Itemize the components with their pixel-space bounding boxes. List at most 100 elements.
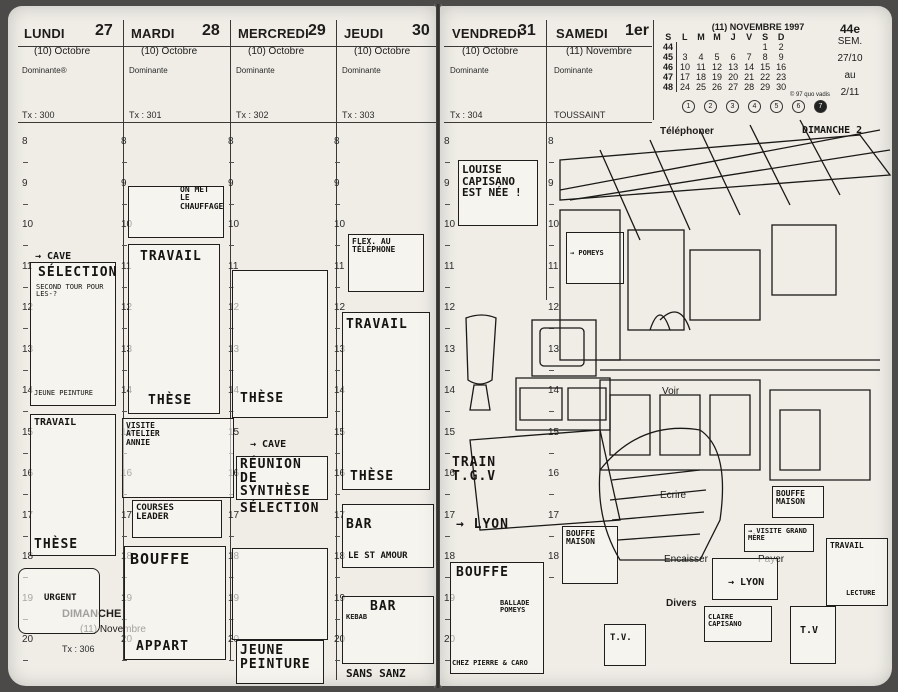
hour-label: 17 xyxy=(121,509,133,521)
half-hour-tick xyxy=(549,162,554,163)
note-lecture: LECTURE xyxy=(846,589,876,597)
day-number: 29 xyxy=(308,22,326,39)
sketch-bar-2 xyxy=(342,596,434,664)
hour-label: 12 xyxy=(121,302,133,313)
header-rule xyxy=(18,46,436,47)
day-number: 1er xyxy=(625,22,650,39)
note-these-jeudi: THÈSE xyxy=(350,469,395,484)
hour-label: 10 xyxy=(121,219,133,230)
hour-label: 18 xyxy=(22,551,34,562)
hour-label: 16 xyxy=(548,468,560,479)
tx-label: Tx : 304 xyxy=(450,110,483,120)
week-number-cell: 46 xyxy=(660,62,678,72)
half-hour-tick xyxy=(335,328,340,329)
note-visite: VISITE ATELIER ANNIE xyxy=(126,421,160,447)
half-hour-tick xyxy=(549,203,554,205)
half-hour-tick xyxy=(445,618,450,620)
sketch-lundi-travail xyxy=(30,414,116,556)
half-hour-tick xyxy=(335,286,340,288)
half-hour-tick xyxy=(335,618,340,620)
label-divers: Divers xyxy=(666,598,697,609)
week-number-cell: 44 xyxy=(660,42,678,52)
sketch-bar-1 xyxy=(342,504,434,568)
tx-label: TOUSSAINT xyxy=(554,110,606,120)
calendar-header: V xyxy=(746,32,753,42)
note-flex: FLEX. AU TÉLÉPHONE xyxy=(352,237,396,255)
half-hour-tick xyxy=(23,162,28,163)
calendar-day: 30 xyxy=(776,82,787,92)
calendar-day: 13 xyxy=(728,62,739,72)
calendar-day: 20 xyxy=(728,72,739,82)
half-hour-tick xyxy=(445,245,450,246)
half-hour-tick xyxy=(445,577,450,578)
label-telephoner: Téléphoner xyxy=(660,126,714,137)
half-hour-tick xyxy=(122,328,127,329)
calendar-day: 12 xyxy=(712,62,723,72)
day-name: MARDI xyxy=(131,26,175,41)
half-hour-tick xyxy=(445,203,450,205)
note-these-mercredi: THÈSE xyxy=(240,391,285,406)
half-hour-tick xyxy=(335,452,340,454)
tx-rule-right xyxy=(444,122,652,123)
note-cave-2: → CAVE xyxy=(250,439,287,450)
note-urgent: URGENT xyxy=(44,593,77,603)
note-bar-1: BAR xyxy=(346,517,373,532)
sketch-visite-gm xyxy=(744,524,814,552)
day-number: 27 xyxy=(95,22,113,39)
sunday-month: (11) Novembre xyxy=(80,624,146,635)
half-hour-tick xyxy=(445,162,450,163)
calendar-day: 29 xyxy=(760,82,771,92)
dominant-label: Dominante xyxy=(450,66,489,75)
note-cave-1: → CAVE xyxy=(35,251,72,262)
hour-label: 17 xyxy=(444,509,456,521)
tx-label: Tx : 302 xyxy=(236,110,269,120)
note-travail-jeudi: TRAVAIL xyxy=(346,317,408,332)
half-hour-tick xyxy=(229,203,234,205)
weekday-circle: 2 xyxy=(704,100,717,113)
note-bouffe-mardi: BOUFFE xyxy=(130,550,191,568)
hour-label: 11 xyxy=(548,260,559,272)
sketch-flex-phone xyxy=(348,234,424,292)
hour-label: 12 xyxy=(334,302,346,313)
sunday-tx: Tx : 306 xyxy=(62,644,95,654)
hour-label: 20 xyxy=(334,634,346,645)
col-divider xyxy=(230,20,231,660)
half-hour-tick xyxy=(122,203,127,205)
sketch-jeudi-travail xyxy=(342,312,430,490)
half-hour-tick xyxy=(549,494,554,495)
calendar-day: 14 xyxy=(744,62,755,72)
calendar-day: 26 xyxy=(712,82,723,92)
note-on-met: ON MET LE CHAUFFAGE xyxy=(180,185,224,211)
note-selection-2: SÉLECTION xyxy=(240,501,320,516)
note-chez-pierre: CHEZ PIERRE & CARO xyxy=(452,659,528,667)
hour-label: 10 xyxy=(22,219,34,230)
weekday-circle: 5 xyxy=(770,100,783,113)
col-divider xyxy=(336,20,337,680)
half-hour-tick xyxy=(23,411,28,412)
note-st-amour: LE ST AMOUR xyxy=(348,551,408,561)
half-hour-tick xyxy=(23,203,28,205)
calendar-day: 23 xyxy=(776,72,787,82)
half-hour-tick xyxy=(122,369,127,371)
hour-label: 16 xyxy=(22,468,34,479)
half-hour-tick xyxy=(549,245,554,246)
note-tv-1: T.V. xyxy=(610,633,632,643)
hour-label: 19 xyxy=(334,592,346,604)
half-hour-tick xyxy=(445,452,450,454)
calendar-header: D xyxy=(777,32,785,42)
half-hour-tick xyxy=(229,660,234,661)
calendar-day: 3 xyxy=(682,52,688,62)
hour-label: 9 xyxy=(22,177,28,189)
hour-label: 9 xyxy=(228,177,234,189)
note-lyon-1: → LYON xyxy=(456,517,509,532)
label-ecrire: Ecrire xyxy=(660,490,687,501)
hour-label: 8 xyxy=(548,136,554,147)
note-bar-2: BAR xyxy=(370,599,397,614)
half-hour-tick xyxy=(122,245,127,246)
calendar-header: S xyxy=(762,32,769,42)
half-hour-tick xyxy=(229,162,234,163)
hour-label: 10 xyxy=(228,219,240,230)
day-month: (10) Octobre xyxy=(141,46,198,57)
day-number: 28 xyxy=(202,22,220,39)
hour-label: 18 xyxy=(334,551,346,562)
